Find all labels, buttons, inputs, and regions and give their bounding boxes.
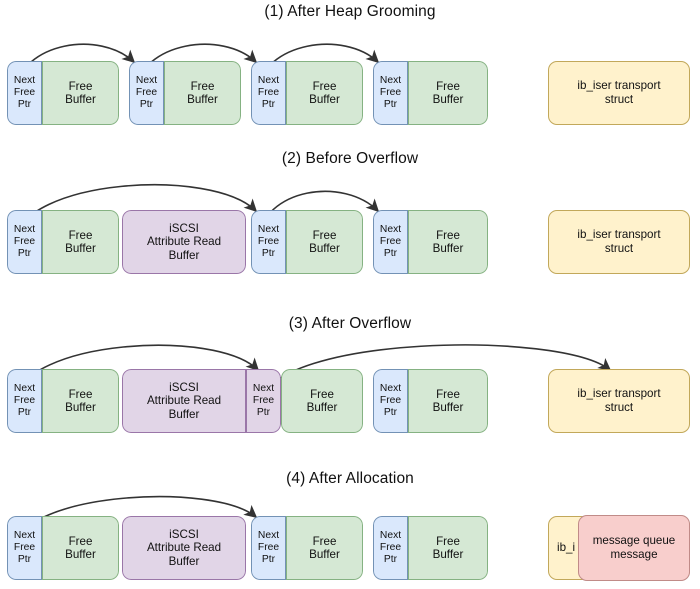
free-buffer-cell: Free Buffer xyxy=(42,210,119,274)
chunk-free-4: Next Free Ptr Free Buffer xyxy=(373,369,488,433)
panel-after-heap-grooming: (1) After Heap Grooming Next Free Ptr Fr… xyxy=(0,0,700,145)
chunk-free-1: Next Free Ptr Free Buffer xyxy=(7,369,119,433)
panel-after-overflow: (3) After Overflow Next Free Ptr Free Bu… xyxy=(0,302,700,462)
iscsi-attribute-read-buffer-cell: iSCSI Attribute Read Buffer xyxy=(122,516,246,580)
chunk-free-3-body: Free Buffer xyxy=(281,369,363,433)
panel-2-chunk-row: Next Free Ptr Free Buffer iSCSI Attribut… xyxy=(0,210,700,274)
chunk-iscsi-attribute-read-buffer: iSCSI Attribute Read Buffer xyxy=(122,516,246,580)
next-free-ptr-cell: Next Free Ptr xyxy=(373,61,408,125)
chunk-free-4: Next Free Ptr Free Buffer xyxy=(373,61,488,125)
next-free-ptr-cell: Next Free Ptr xyxy=(7,369,42,433)
chunk-free-4: Next Free Ptr Free Buffer xyxy=(373,210,488,274)
chunk-iscsi-attribute-read-buffer: iSCSI Attribute Read Buffer xyxy=(122,210,246,274)
panel-before-overflow: (2) Before Overflow Next Free Ptr Free B… xyxy=(0,145,700,302)
panel-3-chunk-row: Next Free Ptr Free Buffer iSCSI Attribut… xyxy=(0,369,700,433)
next-free-ptr-cell: Next Free Ptr xyxy=(373,516,408,580)
free-buffer-cell: Free Buffer xyxy=(281,369,363,433)
next-free-ptr-cell: Next Free Ptr xyxy=(7,210,42,274)
panel-3-title: (3) After Overflow xyxy=(288,315,412,332)
next-free-ptr-cell: Next Free Ptr xyxy=(373,369,408,433)
next-free-ptr-cell-overwritten: Next Free Ptr xyxy=(246,369,281,433)
free-buffer-cell: Free Buffer xyxy=(286,516,363,580)
chunk-iscsi-attribute-read-buffer-overflowed: iSCSI Attribute Read Buffer Next Free Pt… xyxy=(122,369,281,433)
free-buffer-cell: Free Buffer xyxy=(408,516,488,580)
panel-2-title: (2) Before Overflow xyxy=(281,150,419,167)
panel-1-title: (1) After Heap Grooming xyxy=(264,3,436,20)
free-buffer-cell: Free Buffer xyxy=(408,61,488,125)
free-buffer-cell: Free Buffer xyxy=(408,210,488,274)
iscsi-attribute-read-buffer-cell: iSCSI Attribute Read Buffer xyxy=(122,369,246,433)
ib-iser-transport-struct-box: ib_iser transport struct xyxy=(548,210,690,274)
chunk-free-3: Next Free Ptr Free Buffer xyxy=(251,61,363,125)
free-buffer-cell: Free Buffer xyxy=(408,369,488,433)
next-free-ptr-cell: Next Free Ptr xyxy=(7,516,42,580)
panel-1-chunk-row: Next Free Ptr Free Buffer Next Free Ptr … xyxy=(0,61,700,125)
next-free-ptr-cell: Next Free Ptr xyxy=(251,61,286,125)
iscsi-attribute-read-buffer-cell: iSCSI Attribute Read Buffer xyxy=(122,210,246,274)
chunk-free-1: Next Free Ptr Free Buffer xyxy=(7,210,119,274)
ib-iser-transport-struct-box: ib_iser transport struct xyxy=(548,61,690,125)
free-buffer-cell: Free Buffer xyxy=(42,369,119,433)
chunk-free-1: Next Free Ptr Free Buffer xyxy=(7,61,119,125)
next-free-ptr-cell: Next Free Ptr xyxy=(373,210,408,274)
chunk-free-4: Next Free Ptr Free Buffer xyxy=(373,516,488,580)
panel-4-chunk-row: Next Free Ptr Free Buffer iSCSI Attribut… xyxy=(0,515,700,581)
next-free-ptr-cell: Next Free Ptr xyxy=(129,61,164,125)
free-buffer-cell: Free Buffer xyxy=(286,61,363,125)
panel-4-title: (4) After Allocation xyxy=(286,470,414,487)
free-buffer-cell: Free Buffer xyxy=(286,210,363,274)
free-buffer-cell: Free Buffer xyxy=(42,61,119,125)
free-buffer-cell: Free Buffer xyxy=(164,61,241,125)
ib-iser-transport-struct-box: ib_iser transport struct xyxy=(548,369,690,433)
chunk-free-3: Next Free Ptr Free Buffer xyxy=(251,210,363,274)
chunk-free-3: Next Free Ptr Free Buffer xyxy=(251,516,363,580)
chunk-free-2: Next Free Ptr Free Buffer xyxy=(129,61,241,125)
next-free-ptr-cell: Next Free Ptr xyxy=(251,516,286,580)
free-buffer-cell: Free Buffer xyxy=(42,516,119,580)
chunk-free-1: Next Free Ptr Free Buffer xyxy=(7,516,119,580)
panel-after-allocation: (4) After Allocation Next Free Ptr Free … xyxy=(0,462,700,589)
next-free-ptr-cell: Next Free Ptr xyxy=(7,61,42,125)
message-queue-message-box: message queue message xyxy=(578,515,690,581)
next-free-ptr-cell: Next Free Ptr xyxy=(251,210,286,274)
